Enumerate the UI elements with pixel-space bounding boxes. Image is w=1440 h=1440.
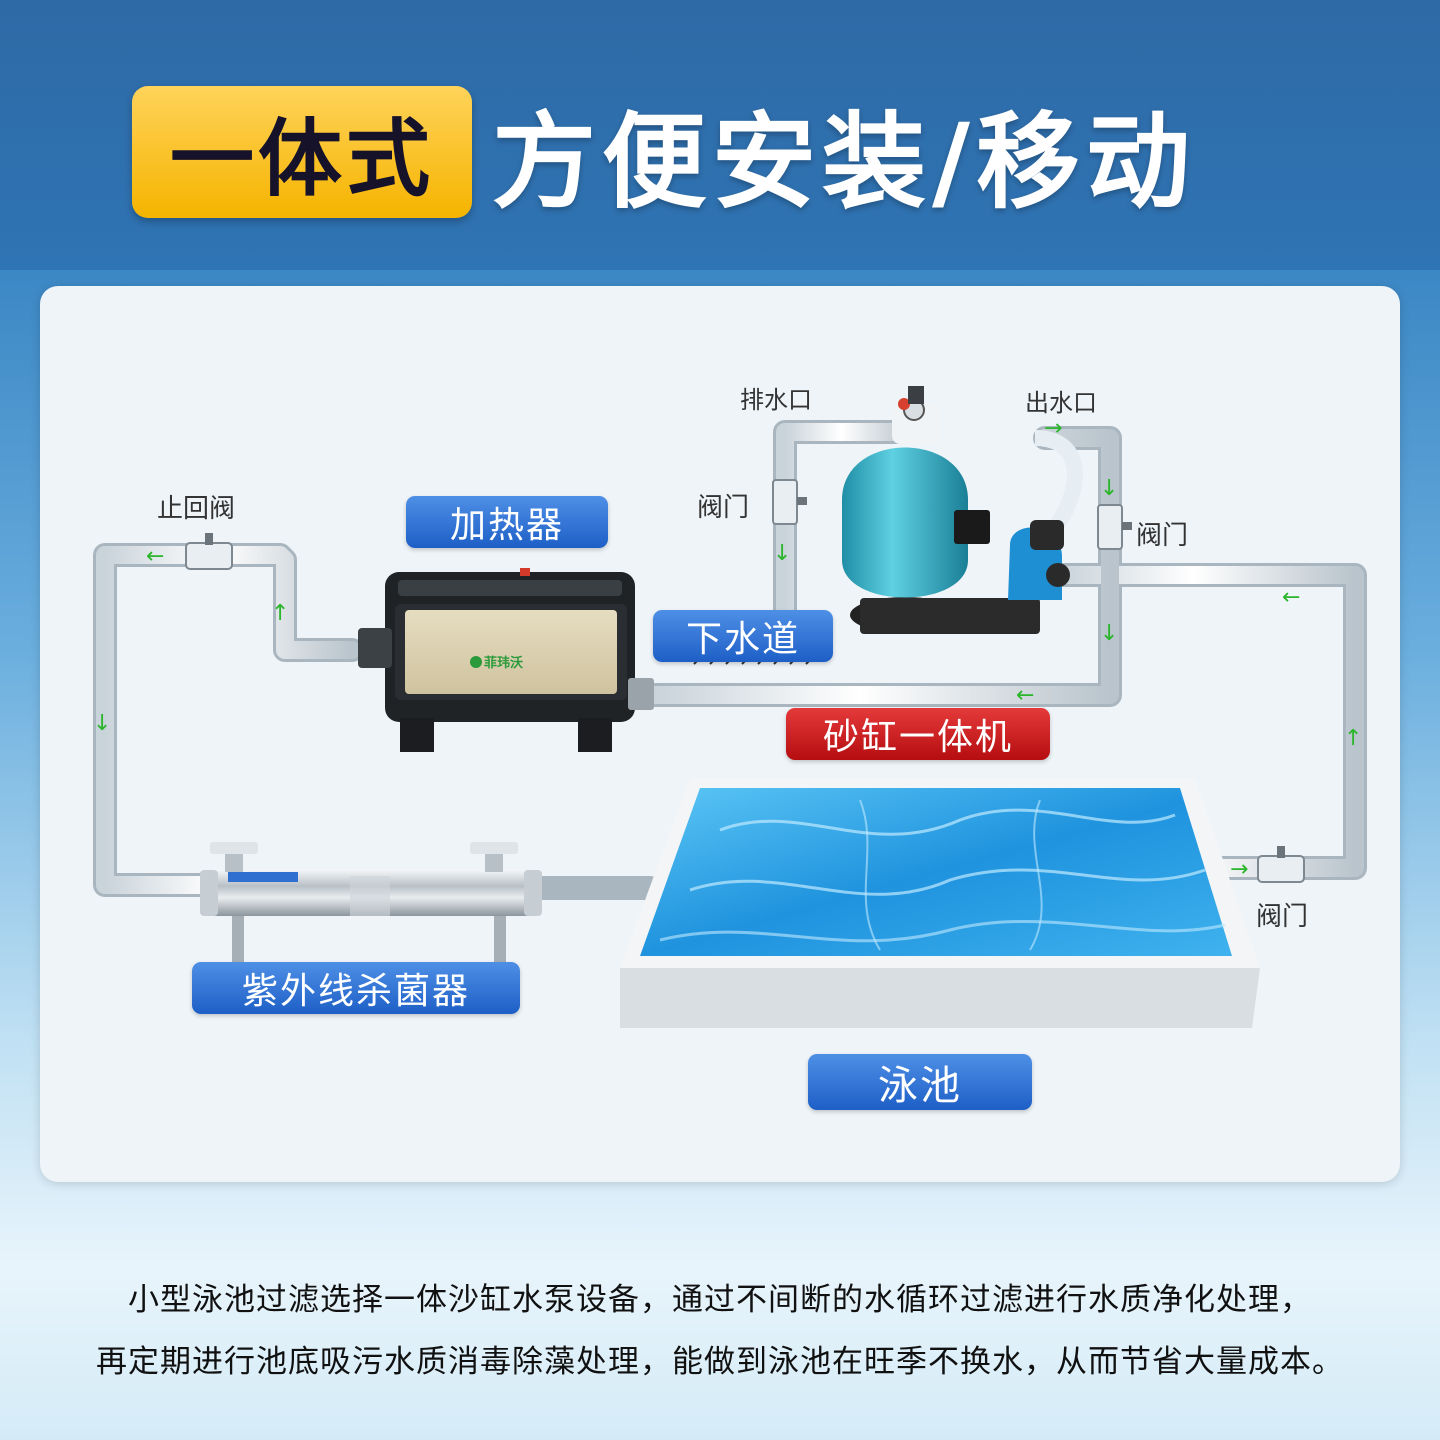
flow-arrow: ↑ [271,601,289,626]
water-outlet-label: 出水口 [1025,383,1097,418]
swimming-pool [620,778,1260,1028]
flow-arrow: ↓ [93,711,111,736]
flow-arrow: → [1230,857,1248,882]
flow-arrow: ← [146,544,164,569]
flow-arrow: ↓ [1100,621,1118,646]
heater-unit: 菲玮沃 [358,568,654,752]
valve-right-label: 阀门 [1136,515,1188,552]
valve-bottom-icon [1258,846,1304,882]
flow-arrow: ← [1016,683,1034,708]
flow-arrow: ↓ [1100,476,1118,501]
uv-sterilizer-unit [200,842,542,964]
flow-arrow: ↓ [773,541,791,566]
valve-right-icon [1098,505,1132,549]
flow-arrow: ← [1282,585,1300,610]
sand-filter-label: 砂缸一体机 [786,708,1050,760]
drain-label: 下水道 [653,610,833,662]
check-valve-icon [186,533,232,569]
uv-sterilizer-label: 紫外线杀菌器 [192,962,520,1014]
flow-arrow: ↑ [1344,726,1362,751]
drain-outlet-label: 排水口 [740,380,812,415]
pool-label: 泳池 [808,1054,1032,1110]
pipe-heater-to-uv [105,555,352,885]
heater-label: 加热器 [406,496,608,548]
caption-line-2: 再定期进行池底吸污水质消毒除藻处理，能做到泳池在旺季不换水，从而节省大量成本。 [0,1336,1440,1381]
heater-brand: 菲玮沃 [484,655,523,671]
caption-line-1: 小型泳池过滤选择一体沙缸水泵设备，通过不间断的水循环过滤进行水质净化处理， [0,1274,1440,1319]
valve-left-icon [773,480,807,524]
check-valve-label: 止回阀 [157,488,235,525]
valve-bottom-label: 阀门 [1256,896,1308,933]
valve-left-label: 阀门 [697,487,749,524]
